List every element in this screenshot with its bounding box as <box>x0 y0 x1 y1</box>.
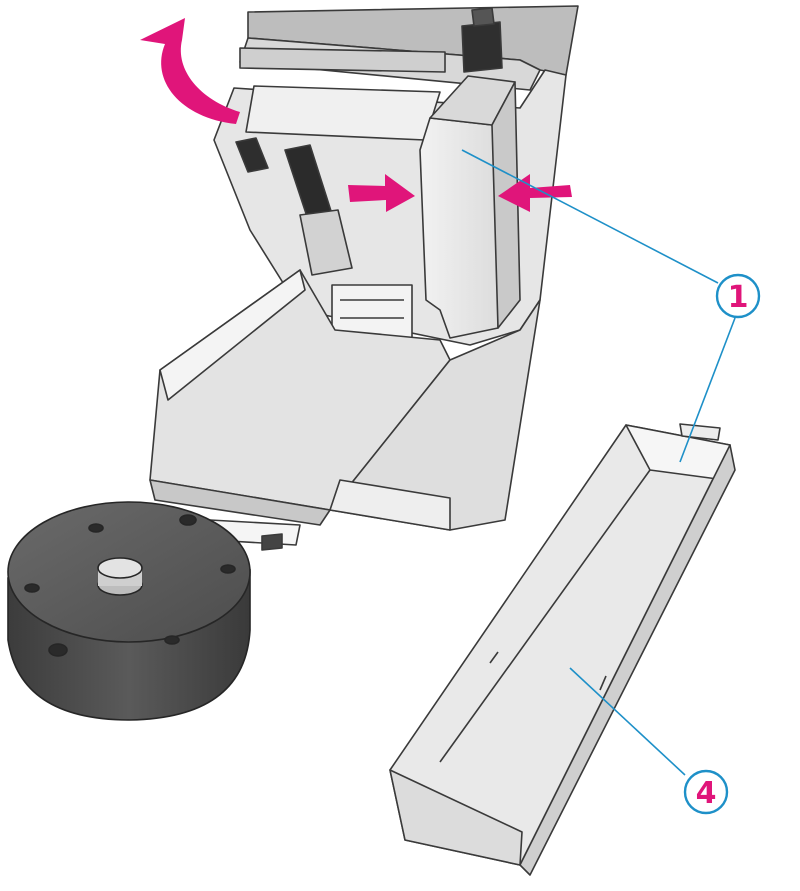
left-latch <box>235 137 269 173</box>
callout-4-number: 4 <box>696 776 717 811</box>
curved-open-arrow <box>140 18 240 124</box>
callout-1-leader-carriage <box>461 149 719 284</box>
double-squeeze-arrow <box>348 174 572 212</box>
drive-motor <box>461 21 503 73</box>
spindle-hub <box>7 501 251 721</box>
media-trough <box>389 423 736 876</box>
callout-4: 4 <box>683 769 729 815</box>
callout-leaders <box>461 149 736 776</box>
callout-4-leader <box>569 667 686 776</box>
callout-1: 1 <box>715 273 761 319</box>
callout-1-number: 1 <box>728 280 749 315</box>
printer-body <box>149 5 579 551</box>
callout-1-leader-tray <box>679 317 736 463</box>
print-head-carriage <box>419 117 501 339</box>
